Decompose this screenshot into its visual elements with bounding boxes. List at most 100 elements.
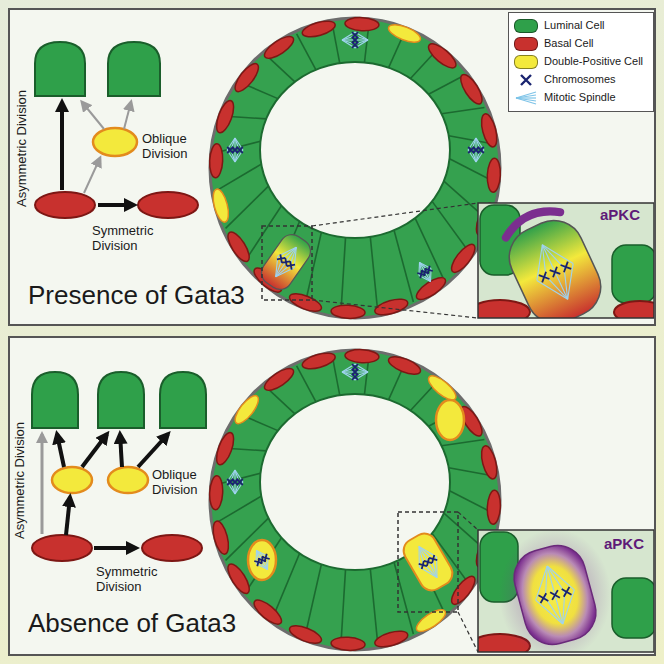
basal-cell	[142, 535, 202, 561]
spindle-fiber	[542, 241, 564, 272]
spindle-fiber	[555, 595, 563, 624]
chromosome	[277, 254, 285, 262]
division-arrow	[94, 546, 136, 550]
legend-text: Double-Positive Cell	[544, 55, 643, 68]
double-positive-cell	[231, 392, 262, 427]
division-arrow	[98, 203, 134, 207]
chromosome	[227, 479, 233, 485]
double-positive-cell	[386, 21, 422, 46]
chromosome	[562, 587, 572, 597]
dividing-cell	[494, 203, 610, 318]
cell-boundary	[305, 564, 322, 637]
basal-cell	[487, 158, 502, 193]
zoom-box	[262, 226, 312, 300]
basal-cell	[261, 365, 296, 395]
spindle-icon	[514, 91, 538, 105]
spindle-fiber	[542, 236, 573, 272]
basal-cell	[209, 476, 224, 511]
zoom-line	[312, 203, 478, 226]
legend-text: Basal Cell	[544, 37, 594, 50]
panel-heading: Absence of Gata3	[28, 608, 236, 639]
spindle-fiber	[528, 566, 555, 600]
legend-row: Chromosomes	[514, 71, 648, 89]
basal-cell	[457, 71, 486, 107]
zoom-line	[458, 512, 478, 530]
spindle-fiber	[516, 95, 536, 98]
legend-row: Mitotic Spindle	[514, 89, 648, 107]
basal-cell	[479, 112, 500, 148]
cell-boundary	[394, 562, 413, 634]
inset-frame	[478, 203, 654, 318]
division-arrow	[84, 158, 100, 193]
mitotic-spindle	[227, 470, 243, 494]
apkc-crescent	[502, 203, 561, 237]
double-positive-cell	[93, 128, 137, 156]
mitotic-spindle	[342, 364, 368, 380]
cell-boundary	[432, 201, 470, 253]
double-positive-cell	[52, 467, 92, 493]
chromosome-icon	[514, 73, 538, 87]
basal-cell	[138, 192, 198, 218]
cell-boundary	[370, 569, 378, 645]
spindle-fiber	[419, 546, 428, 562]
spindle-fiber	[547, 561, 574, 595]
mitotic-spindle	[468, 138, 484, 162]
legend-row: Double-Positive Cell	[514, 53, 648, 71]
division-label: Oblique Division	[152, 468, 206, 498]
basal-cell	[224, 229, 253, 265]
legend-box: Luminal CellBasal CellDouble-Positive Ce…	[508, 12, 654, 112]
luminal-layer	[210, 350, 500, 650]
basal-cell	[213, 99, 237, 135]
legend-row: Luminal Cell	[514, 17, 648, 35]
cell-boundary	[370, 237, 378, 313]
spindle-fiber	[537, 272, 568, 308]
legend-swatch	[514, 37, 538, 51]
chromosome	[254, 558, 262, 566]
spindle-fiber	[547, 566, 555, 595]
double-positive-cell	[425, 372, 459, 404]
division-arrow	[57, 434, 64, 467]
basal-cell	[479, 444, 500, 480]
chromosome	[521, 75, 531, 85]
basal-cell	[425, 40, 459, 72]
division-label: Oblique Division	[142, 132, 196, 162]
dividing-cell	[257, 230, 315, 294]
legend-text: Luminal Cell	[544, 19, 605, 32]
cell-boundary	[297, 34, 316, 70]
mitotic-spindle	[227, 138, 243, 162]
mitotic-spindle	[342, 32, 368, 48]
dividing-cell-body	[399, 529, 456, 594]
dividing-cell-body	[508, 539, 602, 650]
basal-cell	[301, 350, 337, 372]
chromosome	[468, 147, 474, 153]
inset	[478, 203, 654, 318]
chromosome	[550, 267, 561, 278]
mitotic-spindle	[410, 541, 445, 582]
cell-boundary	[226, 186, 269, 228]
panel-ground	[9, 9, 655, 325]
basal-cell	[478, 300, 530, 318]
division-arrow	[124, 102, 131, 129]
legend-swatch	[514, 55, 538, 69]
cell-boundary	[297, 366, 316, 402]
basal-cell	[487, 490, 502, 525]
basal-cell	[614, 301, 654, 318]
division-arrow	[66, 497, 70, 535]
legend-row: Basal Cell	[514, 35, 648, 53]
basal-cell	[301, 18, 337, 40]
luminal-cell	[108, 42, 160, 96]
dividing-cell	[508, 539, 602, 650]
cell-boundary	[245, 538, 281, 593]
chromosome	[352, 42, 358, 48]
double-positive-cell	[413, 606, 448, 636]
cell-boundary	[341, 570, 346, 647]
division-label: Symmetric Division	[96, 565, 168, 595]
spindle-fiber	[278, 242, 297, 262]
division-arrow	[82, 434, 107, 467]
panel-heading: Presence of Gata3	[28, 280, 245, 311]
basal-cell	[251, 596, 285, 628]
cell-boundary	[429, 75, 465, 94]
basal-cell	[331, 304, 366, 319]
apkc-glow	[499, 530, 611, 652]
basal-cell	[331, 636, 366, 651]
